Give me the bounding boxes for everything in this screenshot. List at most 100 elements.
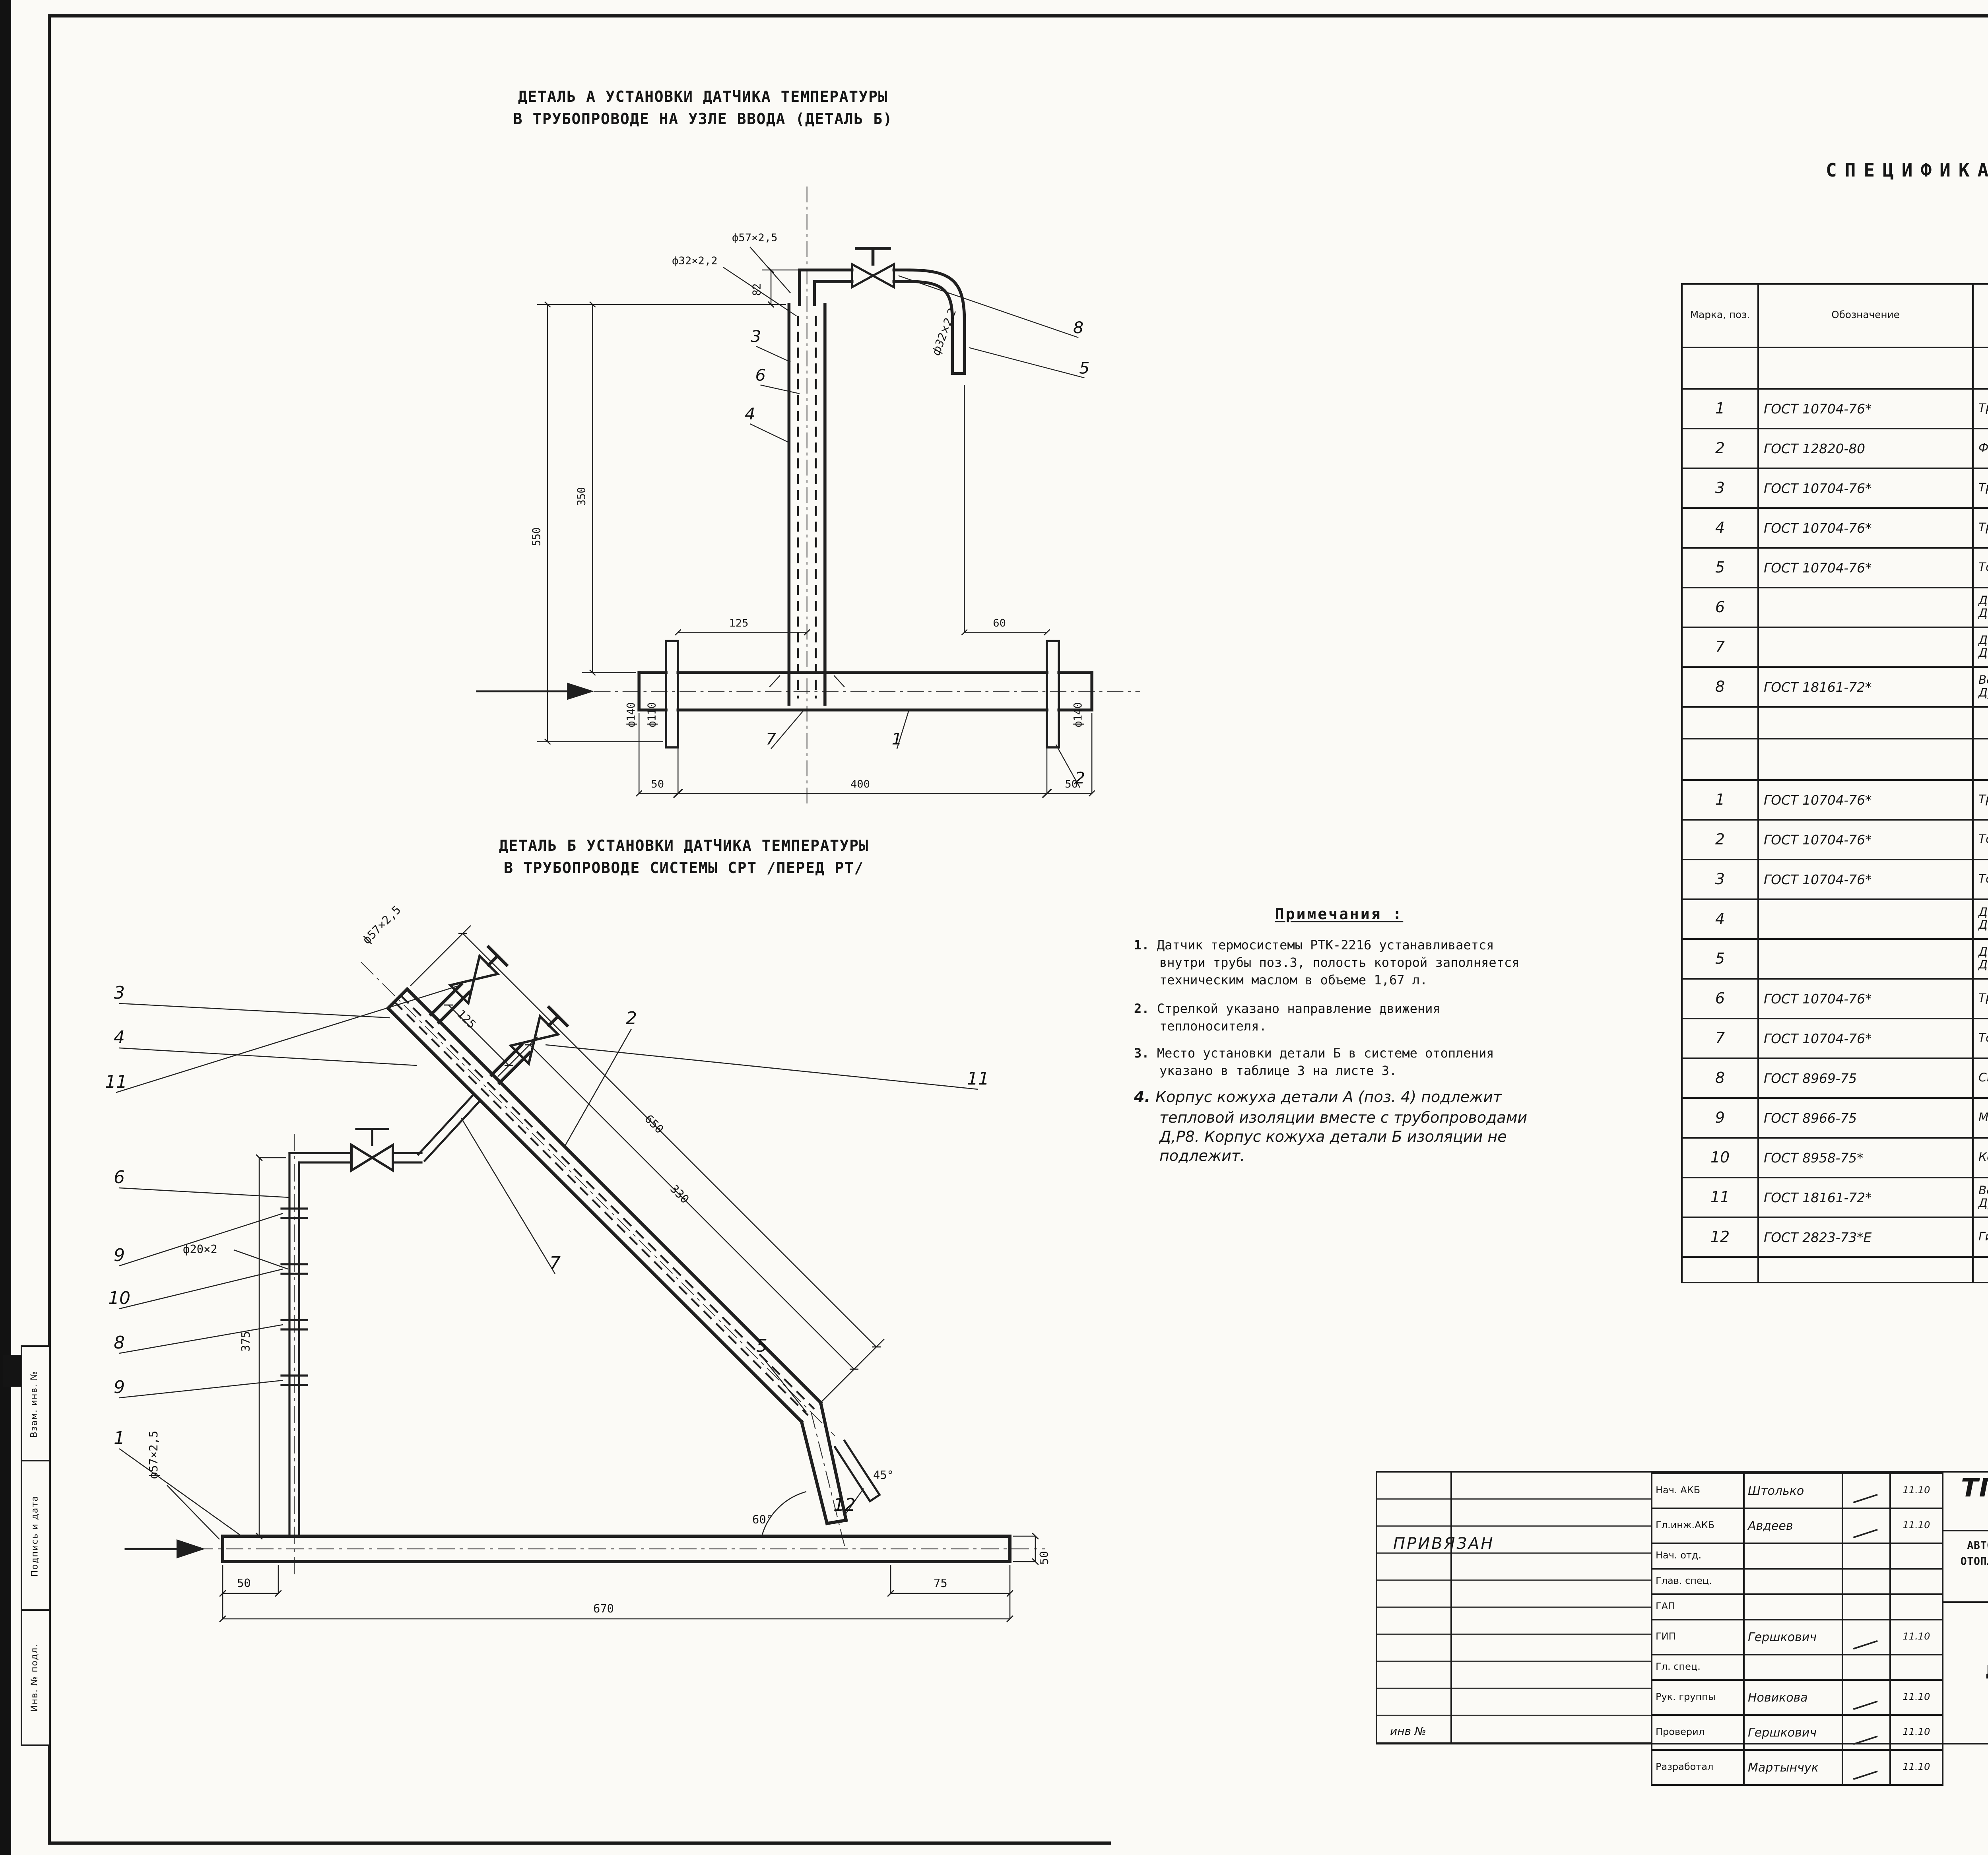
callout-leader bbox=[116, 986, 458, 1092]
specification-table: Марка, поз.ОбозначениеНаименованиеКол. е… bbox=[1681, 283, 1988, 1283]
callout-leader bbox=[565, 1029, 631, 1147]
dimension-label: 75 bbox=[934, 1576, 947, 1590]
signature-role: Разработал bbox=[1652, 1750, 1744, 1785]
signature-squiggle bbox=[1850, 1692, 1878, 1710]
margin-label-text: Инв. № подл. bbox=[31, 1644, 41, 1712]
signature-row: ГАП bbox=[1652, 1594, 1943, 1620]
signature-role: Нач. отд. bbox=[1652, 1543, 1744, 1569]
notes-block: Примечания : 1. Датчик термосистемы РТК-… bbox=[1134, 906, 1544, 1178]
callout-number: 10 bbox=[108, 1288, 130, 1308]
spec-row: 12ГОСТ 2823-73*ЕГильза для термометра1 bbox=[1682, 1217, 1988, 1257]
signature-squiggle bbox=[1850, 1762, 1878, 1780]
dimension-label: 82 bbox=[751, 283, 763, 296]
signature-date bbox=[1890, 1594, 1943, 1620]
signature-mark-cell bbox=[1842, 1594, 1890, 1620]
callout-number: 9 bbox=[114, 1377, 125, 1397]
signature-role: ГАП bbox=[1652, 1594, 1744, 1620]
callout-number: 2 bbox=[1075, 768, 1085, 787]
flange-right bbox=[1047, 641, 1059, 747]
valve-icon bbox=[372, 1145, 393, 1170]
dimension-label: ф32×2,2 bbox=[929, 307, 959, 357]
spec-section-row: Деталь А bbox=[1682, 347, 1988, 389]
note-item: 3. Место установки детали Б в системе от… bbox=[1134, 1045, 1544, 1081]
callout-number: 1 bbox=[892, 730, 902, 748]
note-text: Стрелкой указано направление движения те… bbox=[1157, 1001, 1441, 1033]
callout-leader bbox=[119, 1325, 283, 1353]
signature-name: Гершкович bbox=[1744, 1620, 1842, 1655]
margin-label-podpis: Подпись и дата bbox=[21, 1460, 51, 1612]
dimension-label: 330 bbox=[668, 1182, 692, 1206]
callout-leader bbox=[461, 1118, 555, 1274]
callout-number: 6 bbox=[755, 366, 765, 384]
spec-row: 1ГОСТ 10704-76*Труба стальная электросва… bbox=[1682, 389, 1988, 429]
callout-number: 4 bbox=[114, 1027, 125, 1048]
signature-date: 11.10 bbox=[1890, 1750, 1943, 1785]
note-number: 1. bbox=[1134, 938, 1157, 953]
spec-blank-row bbox=[1682, 707, 1988, 739]
specification-title: СПЕЦИФИКАЦИЯ bbox=[1826, 159, 1988, 181]
callout-leader bbox=[119, 1048, 417, 1065]
signature-mark-cell bbox=[1842, 1715, 1890, 1750]
dimension-label: ф140 bbox=[1072, 702, 1084, 728]
signature-name: Авдеев bbox=[1744, 1508, 1842, 1543]
callout-number: 8 bbox=[1073, 318, 1083, 337]
signature-squiggle bbox=[1850, 1520, 1878, 1538]
callout-leader bbox=[119, 1449, 242, 1536]
signature-row: Нач. отд. bbox=[1652, 1543, 1943, 1569]
dimension-label: 50 bbox=[1037, 1551, 1051, 1565]
title-block-left-box: ПРИВЯЗАН инв № bbox=[1377, 1473, 1652, 1743]
notes-title: Примечания : bbox=[1134, 906, 1544, 924]
detail-a-drawing: ф57×2,5ф32×2,282350550ф32×2,212560ф140ф1… bbox=[135, 146, 1185, 822]
dimension-label: 350 bbox=[575, 487, 588, 506]
callout-leader bbox=[119, 1003, 390, 1018]
dimension-label: ф57×2,5 bbox=[732, 232, 777, 244]
dimension-label: 60 bbox=[993, 617, 1006, 629]
callout-number: 1 bbox=[114, 1428, 125, 1448]
signature-squiggle bbox=[1850, 1631, 1878, 1649]
signature-role: Глав. спец. bbox=[1652, 1569, 1744, 1594]
spec-row: 8ГОСТ 8969-75Сгон Ду 201 bbox=[1682, 1058, 1988, 1098]
spec-row: 10ГОСТ 8958-75*Контргайки Ду 201 bbox=[1682, 1138, 1988, 1178]
signature-squiggle bbox=[1850, 1727, 1878, 1745]
spec-header-row: Марка, поз.ОбозначениеНаименованиеКол. е… bbox=[1682, 284, 1988, 347]
dimension-label: 125 bbox=[729, 617, 748, 629]
margin-label-text: Подпись и дата bbox=[31, 1496, 41, 1577]
spec-row: 7ГОСТ 10704-76*То же ф20×20,05м bbox=[1682, 1019, 1988, 1058]
callout-number: 9 bbox=[114, 1245, 125, 1265]
spec-row: 9ГОСТ 8966-75Муфты прямые короткие Ду 20… bbox=[1682, 1098, 1988, 1138]
dimension-label: 60° bbox=[752, 1513, 773, 1526]
flow-arrow-icon bbox=[567, 683, 594, 700]
valve-icon bbox=[873, 264, 894, 287]
spec-row: 6Донышко корпуса сталь листовая δ=4мм Д=… bbox=[1682, 588, 1988, 627]
callout-leader bbox=[119, 1380, 283, 1398]
sheet-title: ДЕТАЛИ УСТАНОВКИ ДАТЧИКОВ bbox=[1942, 1603, 1988, 1741]
signature-mark-cell bbox=[1842, 1655, 1890, 1680]
callout-number: 5 bbox=[1079, 359, 1089, 377]
signature-date bbox=[1890, 1655, 1943, 1680]
callout-number: 11 bbox=[967, 1069, 989, 1089]
callout-leader bbox=[969, 347, 1084, 378]
callout-leader bbox=[546, 1045, 978, 1089]
spec-row: 5Донышко футляра сталь листовая δ=4; Д=3… bbox=[1682, 939, 1988, 979]
spec-row: 1ГОСТ 10704-76*Труба стальная электросва… bbox=[1682, 780, 1988, 820]
note-item: 1. Датчик термосистемы РТК-2216 устанавл… bbox=[1134, 937, 1544, 990]
valve-icon bbox=[351, 1145, 372, 1170]
signature-mark-cell bbox=[1842, 1680, 1890, 1715]
scan-blotch bbox=[3, 1355, 21, 1387]
callout-number: 11 bbox=[105, 1072, 127, 1092]
detail-b-title-line2: В ТРУБОПРОВОДЕ СИСТЕМЫ СРТ /ПЕРЕД РТ/ bbox=[254, 860, 1113, 878]
title-block-main: ТПР 903-09-11.84 АВТОМАТИЗИРОВАННЫЕ АБОН… bbox=[1942, 1473, 1988, 1743]
dimension-label: ф110 bbox=[646, 702, 658, 728]
signature-row: Гл.инж.АКБАвдеев11.10 bbox=[1652, 1508, 1943, 1543]
callout-number: 2 bbox=[626, 1008, 637, 1028]
signature-role: ГИП bbox=[1652, 1620, 1744, 1655]
callout-number: 6 bbox=[114, 1167, 125, 1188]
signature-name: Штолько bbox=[1744, 1473, 1842, 1508]
title-block-left-grid bbox=[1377, 1473, 1651, 1743]
title-block: ПРИВЯЗАН инв № Нач. АКБШтолько11.10Гл.ин… bbox=[1376, 1471, 1988, 1744]
detail-b-title-line1: ДЕТАЛЬ Б УСТАНОВКИ ДАТЧИКА ТЕМПЕРАТУРЫ bbox=[254, 838, 1113, 856]
note-item: 2. Стрелкой указано направление движения… bbox=[1134, 999, 1544, 1035]
callout-leader bbox=[119, 1188, 289, 1197]
signature-role: Нач. АКБ bbox=[1652, 1473, 1744, 1508]
